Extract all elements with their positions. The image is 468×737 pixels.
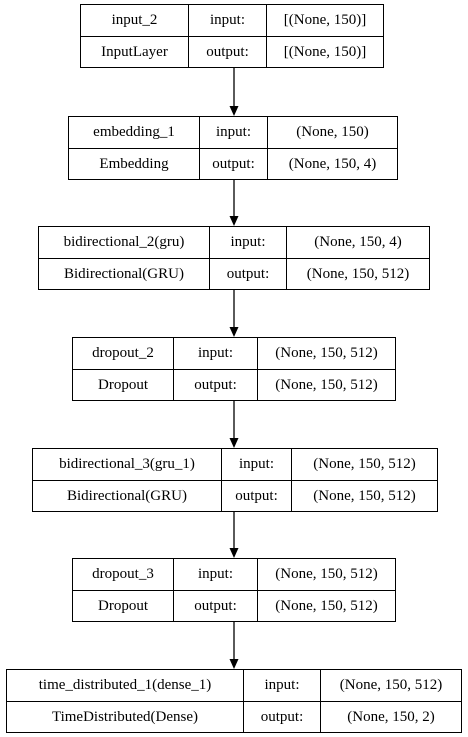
- layer-name: dropout_3: [92, 566, 154, 582]
- layer-type: Dropout: [98, 377, 148, 393]
- output-label: output:: [221, 481, 291, 512]
- input-label: input:: [188, 5, 266, 36]
- layer-node: dropout_3 input:(None, 150, 512) Dropout ou…: [72, 558, 396, 622]
- arrowhead-icon: [229, 327, 239, 337]
- arrowhead-icon: [229, 106, 239, 116]
- layer-node: time_distributed_1(dense_1) input:(None, …: [6, 669, 462, 733]
- arrowhead-icon: [229, 216, 239, 226]
- input-label: input:: [209, 227, 286, 258]
- output-shape: (None, 150, 512): [286, 259, 429, 290]
- arrowhead-icon: [229, 659, 239, 669]
- output-label: output:: [188, 37, 266, 68]
- output-shape: [(None, 150)]: [266, 37, 383, 68]
- layer-node: dropout_2 input:(None, 150, 512) Dropout ou…: [72, 337, 396, 401]
- layer-node: bidirectional_2(gru) input:(None, 150, 4)…: [38, 226, 430, 290]
- output-shape: (None, 150, 512): [257, 591, 395, 622]
- arrowhead-icon: [229, 438, 239, 448]
- input-label: input:: [243, 670, 320, 701]
- input-shape: [(None, 150)]: [266, 5, 383, 36]
- input-label: input:: [173, 338, 257, 369]
- layer-type: Dropout: [98, 598, 148, 614]
- layer-name: bidirectional_2(gru): [63, 234, 185, 250]
- layer-node: input_2 input:[(None, 150)] InputLayer outp…: [80, 4, 384, 68]
- input-shape: (None, 150, 512): [291, 449, 437, 480]
- layer-name: input_2: [111, 12, 158, 28]
- input-shape: (None, 150, 512): [257, 338, 395, 369]
- output-shape: (None, 150, 512): [257, 370, 395, 401]
- layer-type: Bidirectional(GRU): [67, 488, 187, 504]
- layer-name: bidirectional_3(gru_1): [59, 456, 195, 472]
- layer-name: dropout_2: [92, 345, 154, 361]
- arrowhead-icon: [229, 548, 239, 558]
- layer-node: bidirectional_3(gru_1) input:(None, 150, …: [32, 448, 438, 512]
- layer-type: Embedding: [99, 156, 169, 172]
- output-shape: (None, 150, 512): [291, 481, 437, 512]
- input-label: input:: [173, 559, 257, 590]
- layer-name: embedding_1: [93, 124, 175, 140]
- output-shape: (None, 150, 4): [267, 149, 397, 180]
- output-label: output:: [173, 370, 257, 401]
- output-label: output:: [173, 591, 257, 622]
- layer-name: time_distributed_1(dense_1): [38, 677, 212, 693]
- input-label: input:: [221, 449, 291, 480]
- input-shape: (None, 150, 512): [257, 559, 395, 590]
- input-shape: (None, 150, 512): [320, 670, 461, 701]
- input-label: input:: [199, 117, 267, 148]
- output-label: output:: [209, 259, 286, 290]
- output-shape: (None, 150, 2): [320, 702, 461, 733]
- layer-type: Bidirectional(GRU): [64, 266, 184, 282]
- output-label: output:: [199, 149, 267, 180]
- output-label: output:: [243, 702, 320, 733]
- layer-type: TimeDistributed(Dense): [51, 709, 199, 725]
- layer-type: InputLayer: [101, 44, 168, 60]
- input-shape: (None, 150): [267, 117, 397, 148]
- layer-node: embedding_1 input:(None, 150) Embedding out…: [68, 116, 398, 180]
- input-shape: (None, 150, 4): [286, 227, 429, 258]
